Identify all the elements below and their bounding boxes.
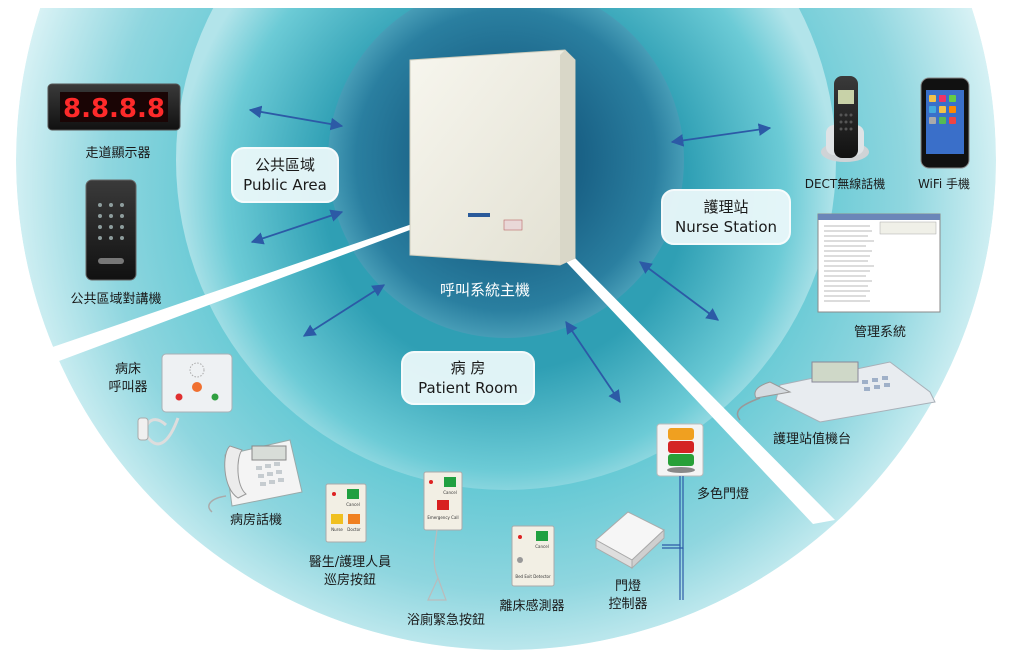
door-light-controller: 門燈 控制器 xyxy=(595,511,665,612)
room-phone: 病房話機 xyxy=(208,439,303,528)
zone-patient-en: Patient Room xyxy=(418,379,518,397)
door-controller-label-2: 控制器 xyxy=(608,597,647,612)
center-label: 呼叫系統主機 xyxy=(440,281,530,299)
doctor-button-doctor: Doctor xyxy=(347,527,361,532)
wifi-phone: WiFi 手機 xyxy=(918,77,970,191)
emergency-cancel: Cancel xyxy=(443,490,457,495)
bed-caller-label-2: 呼叫器 xyxy=(108,380,147,395)
zone-label-public: 公共區域 Public Area xyxy=(231,147,339,203)
call-system-host: 呼叫系統主機 xyxy=(409,49,576,299)
bed-exit-detector: Cancel Bed Exit Detector 離床感測器 xyxy=(499,525,565,614)
corridor-display-digits: 8.8.8.8 xyxy=(63,94,165,124)
doctor-nurse-button: Cancel Nurse Doctor 醫生/護理人員 巡房按鈕 xyxy=(309,483,391,588)
bed-exit-detector-text: Bed Exit Detector xyxy=(515,574,551,579)
door-controller-label-1: 門燈 xyxy=(615,579,641,594)
arrow-patient-1 xyxy=(302,284,386,337)
zone-patient-zh: 病 房 xyxy=(451,359,486,377)
emergency-label: 浴廁緊急按鈕 xyxy=(407,612,485,628)
dect-phone: DECT無線話機 xyxy=(805,76,886,191)
bed-caller-label-1: 病床 xyxy=(115,362,141,377)
corridor-display: 8.8.8.8 走道顯示器 xyxy=(47,83,181,161)
bed-caller: 病床 呼叫器 xyxy=(108,353,233,446)
dect-phone-label: DECT無線話機 xyxy=(805,176,886,191)
sector-dividers xyxy=(0,218,835,524)
public-intercom: 公共區域對講機 xyxy=(70,179,162,307)
arrow-public-1 xyxy=(248,105,344,131)
doctor-button-cancel: Cancel xyxy=(346,502,360,507)
arrow-patient-2 xyxy=(565,320,621,404)
door-light-wires xyxy=(662,476,684,600)
emergency-pull-button: Cancel Emergency Call 浴廁緊急按鈕 xyxy=(407,471,485,628)
bed-exit-label: 離床感測器 xyxy=(499,598,564,614)
zone-label-nurse: 護理站 Nurse Station xyxy=(661,189,791,245)
room-phone-label: 病房話機 xyxy=(230,512,282,528)
zone-nurse-zh: 護理站 xyxy=(703,198,748,216)
zone-label-patient: 病 房 Patient Room xyxy=(401,351,535,405)
bed-exit-cancel: Cancel xyxy=(535,544,549,549)
doctor-button-nurse: Nurse xyxy=(331,527,343,532)
wifi-phone-label: WiFi 手機 xyxy=(918,176,970,191)
multicolor-door-light: 多色門燈 xyxy=(656,423,749,502)
emergency-call: Emergency Call xyxy=(427,515,458,520)
corridor-display-label: 走道顯示器 xyxy=(85,146,150,161)
arrow-public-2 xyxy=(250,209,344,245)
divider-right xyxy=(555,250,835,524)
nurse-console-label: 護理站值機台 xyxy=(773,431,851,447)
zone-nurse-en: Nurse Station xyxy=(675,218,777,236)
public-intercom-label: 公共區域對講機 xyxy=(70,291,161,307)
doctor-button-label-1: 醫生/護理人員 xyxy=(309,554,391,570)
door-light-label: 多色門燈 xyxy=(697,486,749,502)
divider-left xyxy=(0,218,442,383)
arrow-nurse-1 xyxy=(670,123,772,147)
doctor-button-label-2: 巡房按鈕 xyxy=(324,572,376,588)
zone-public-zh: 公共區域 xyxy=(255,156,315,174)
management-label: 管理系統 xyxy=(854,325,906,340)
arrow-nurse-2 xyxy=(638,261,720,321)
management-system: 管理系統 xyxy=(817,213,941,340)
nurse-console: 護理站值機台 xyxy=(736,361,936,447)
connection-arrows xyxy=(248,105,772,404)
zone-public-en: Public Area xyxy=(243,176,327,194)
